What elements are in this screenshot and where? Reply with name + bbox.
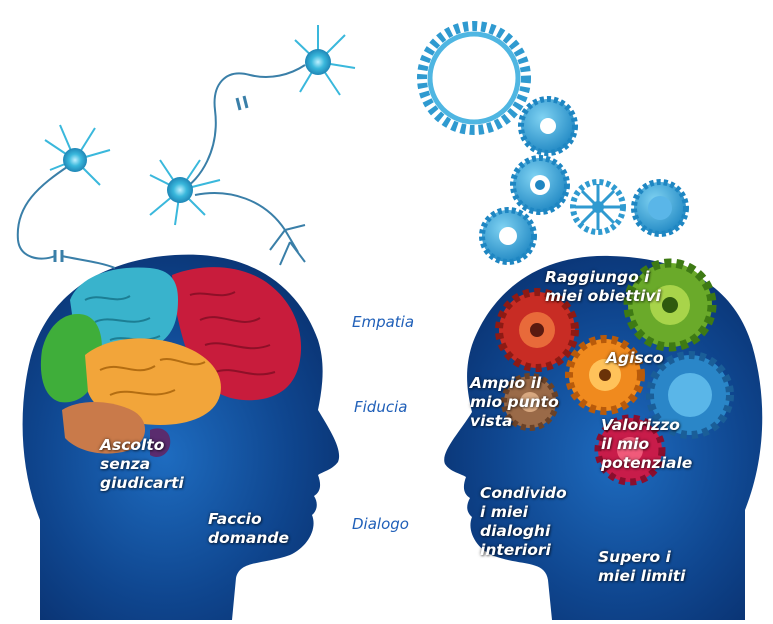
gear-icon	[594, 414, 666, 486]
label-supero: Supero i miei limiti	[598, 548, 686, 585]
label-raggiungo: Raggiungo i miei obiettivi	[545, 268, 661, 305]
neuron-network	[16, 64, 306, 269]
gear-icon	[495, 288, 579, 372]
brain-icon	[40, 267, 302, 457]
gear-icon	[518, 96, 578, 156]
gear-icon	[479, 207, 537, 265]
label-valorizzo: Valorizzo il mio potenziale	[601, 416, 693, 472]
gear-icon	[623, 258, 717, 352]
gear-icon	[501, 373, 559, 431]
gear-icon	[510, 155, 570, 215]
gear-icon	[646, 351, 734, 439]
neuron-icon	[269, 224, 306, 266]
label-ampio: Ampio il mio punto vista	[470, 374, 559, 430]
center-label-dialogo: Dialogo	[352, 515, 409, 533]
label-ascolto: Ascolto senza giudicarti	[100, 436, 184, 492]
label-condivido: Condivido i miei dialoghi interiori	[480, 484, 567, 559]
gear-icon	[631, 179, 689, 237]
label-agisco: Agisco	[606, 349, 664, 367]
neuron-icon	[149, 159, 221, 226]
center-label-empatia: Empatia	[352, 313, 415, 331]
label-domande: Faccio domande	[208, 510, 289, 547]
neuron-icon	[294, 25, 356, 96]
gear-icon	[570, 179, 626, 235]
center-label-fiducia: Fiducia	[354, 398, 408, 416]
gear-icon	[565, 335, 645, 415]
neuron-icon	[44, 124, 111, 186]
gear-icon	[417, 21, 531, 135]
